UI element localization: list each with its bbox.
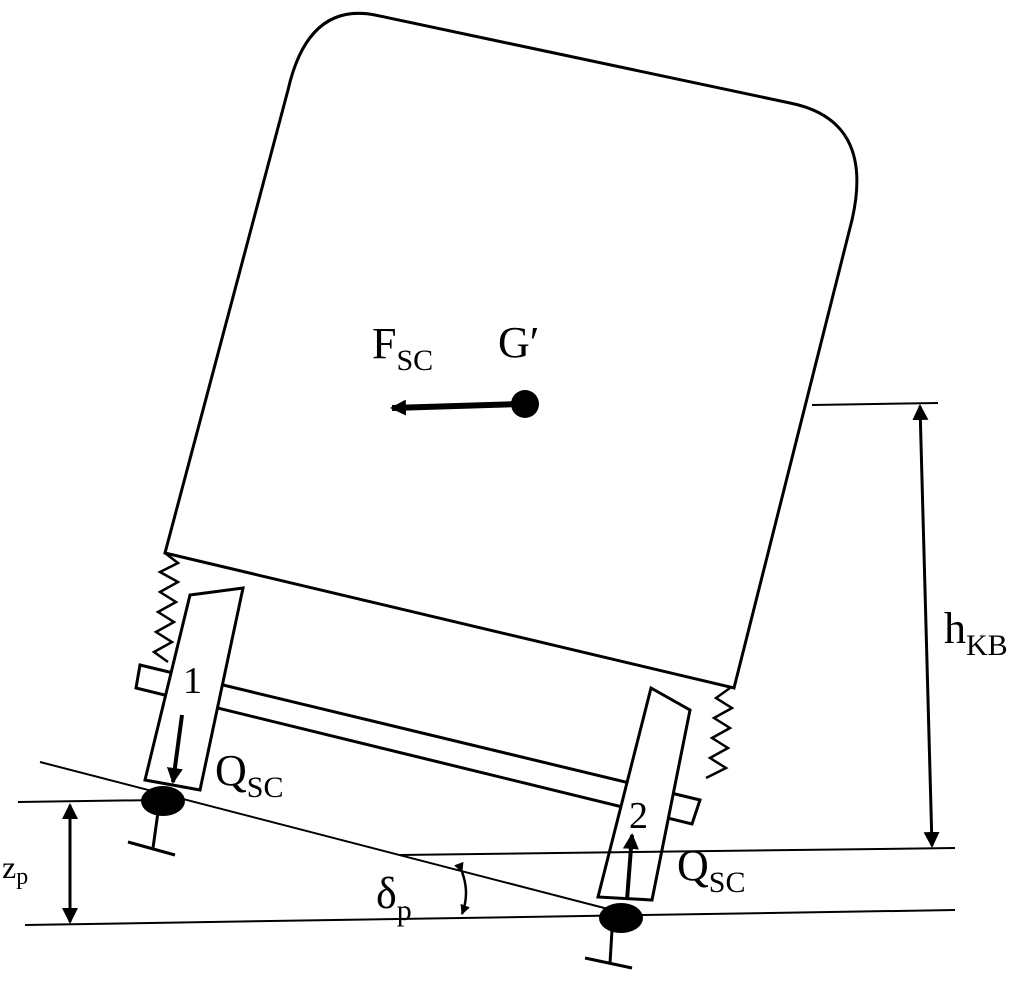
- left-spring: [151, 552, 181, 664]
- support-right-stem: [608, 929, 614, 964]
- vehicle-body: [163, 11, 859, 690]
- support-left-base: [127, 840, 176, 857]
- load-2-label: QSC: [677, 841, 745, 899]
- load-arrow-left: [166, 714, 184, 784]
- angle-dimension-arc: [454, 861, 470, 915]
- ref-line-middle: [399, 847, 956, 856]
- load-arrow-right: [622, 833, 639, 901]
- height-label: hKB: [944, 604, 1008, 662]
- road-surface: [39, 761, 613, 911]
- ref-line-bottom: [24, 909, 956, 926]
- wheel-2-label: 2: [629, 795, 648, 837]
- wheel-1-label: 1: [183, 660, 202, 702]
- right-spring: [705, 686, 735, 780]
- contact-point-left: [141, 786, 185, 816]
- support-right-base: [584, 956, 633, 970]
- center-label: G′: [498, 318, 539, 367]
- ref-line-top: [811, 402, 939, 406]
- force-arrow: [390, 399, 521, 416]
- contact-point-right: [599, 903, 643, 933]
- load-1-label: QSC: [215, 746, 283, 804]
- center-of-gravity: [511, 390, 539, 418]
- angle-label: δp: [376, 869, 412, 927]
- height-dimension-arrow: [912, 404, 940, 848]
- ref-line-left-top: [17, 799, 159, 803]
- wheel-left: [143, 586, 245, 792]
- support-left-stem: [151, 811, 160, 849]
- depth-label: zp: [2, 849, 28, 890]
- axle-beam: [134, 663, 702, 826]
- wheel-right: [596, 685, 692, 902]
- force-label: FSC: [372, 319, 433, 377]
